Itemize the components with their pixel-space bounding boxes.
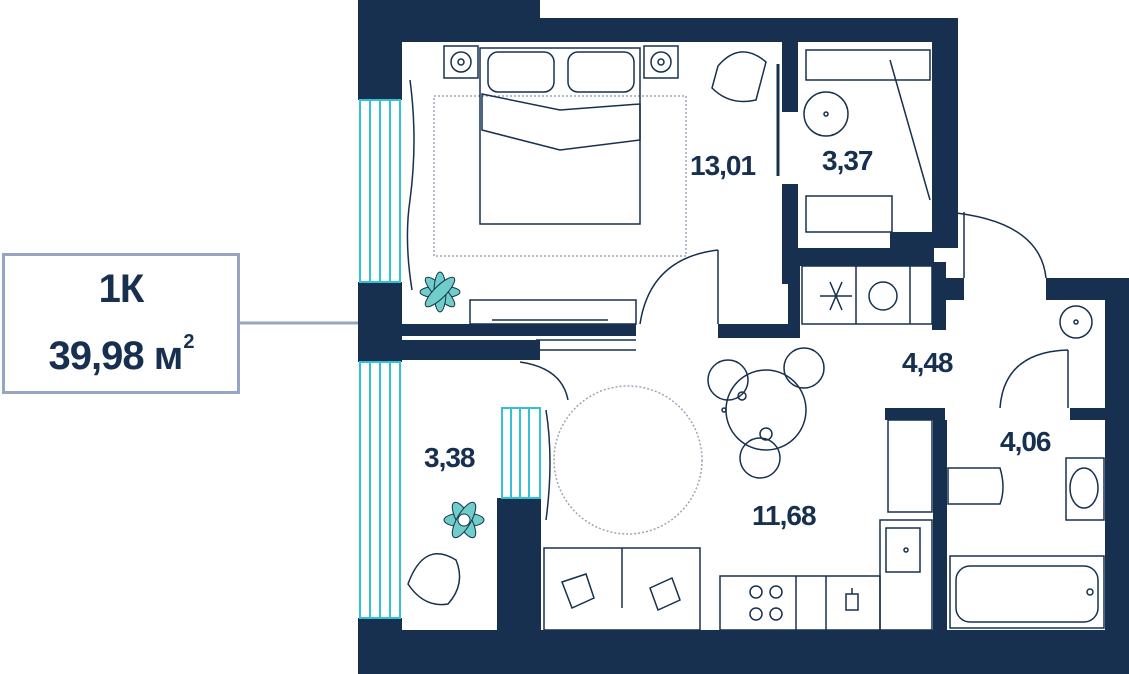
dining-table — [725, 369, 807, 451]
wardrobe-ottoman — [803, 91, 849, 137]
bathroom-door — [999, 349, 1069, 409]
kitchen-sink — [885, 527, 921, 573]
apartment-total-area: 39,98 — [48, 334, 145, 378]
bedroom-door — [639, 249, 719, 325]
bathtub — [949, 555, 1105, 629]
entrance-door — [945, 211, 1047, 279]
balcony-armchair — [407, 553, 461, 606]
apartment-type: 1К — [98, 266, 145, 311]
balcony-door — [519, 361, 569, 401]
walls — [358, 0, 1129, 674]
room-area-wardrobe: 3,37 — [822, 145, 873, 176]
bedroom-rug — [433, 95, 687, 257]
room-area-balcony: 3,38 — [424, 442, 475, 473]
living-rug — [553, 385, 703, 535]
kitchen-counter — [719, 575, 881, 631]
windows — [359, 99, 541, 619]
bathroom-sink — [1065, 457, 1105, 521]
nightstand-left — [443, 45, 479, 79]
furniture — [406, 45, 1105, 631]
apartment-area-unit-power: 2 — [183, 331, 194, 353]
room-area-bathroom: 4,06 — [1000, 426, 1051, 457]
toilet — [947, 467, 1004, 505]
room-area-living-kitchen: 11,68 — [752, 500, 817, 531]
nightstand-right — [643, 45, 679, 79]
room-area-bedroom: 13,01 — [690, 150, 756, 181]
bedroom-dresser — [469, 299, 637, 325]
bedroom-armchair — [711, 51, 767, 103]
apartment-type-box: 1К — [2, 253, 240, 325]
washing-machine — [868, 281, 898, 311]
apartment-area-unit: м — [153, 334, 184, 378]
plants — [419, 271, 485, 539]
room-area-hallway: 4,48 — [902, 347, 953, 378]
